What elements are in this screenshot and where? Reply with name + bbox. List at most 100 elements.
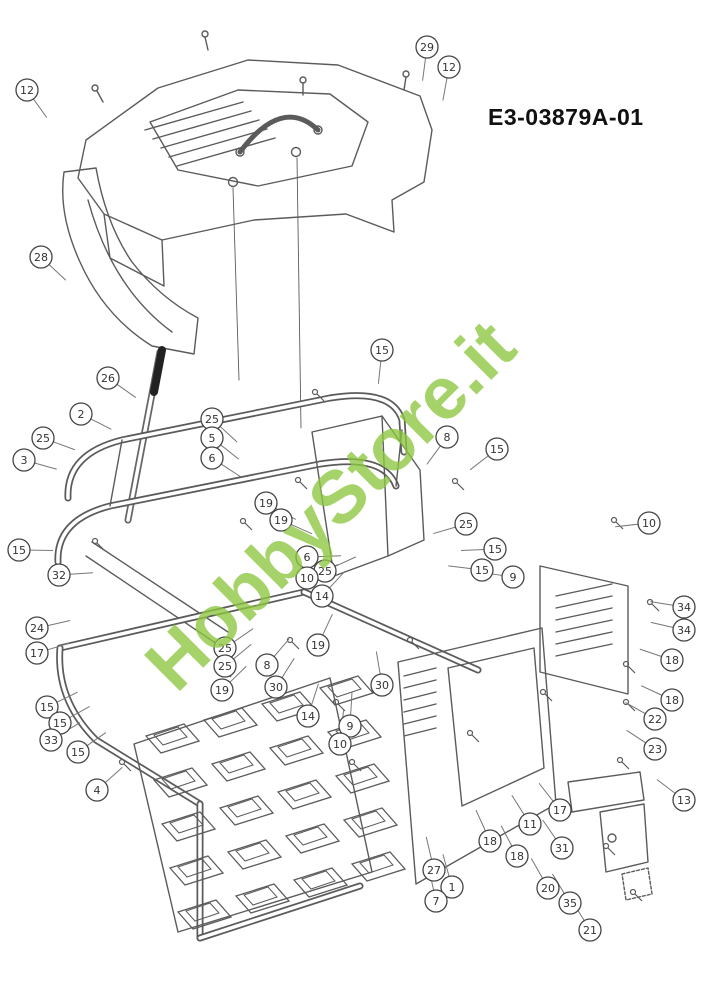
callout-22: 22 (643, 707, 667, 731)
svg-text:34: 34 (677, 624, 691, 637)
callout-25: 25 (454, 512, 478, 536)
callout-31: 31 (550, 836, 574, 860)
svg-text:15: 15 (490, 443, 504, 456)
svg-text:10: 10 (333, 738, 347, 751)
callout-24: 24 (25, 616, 49, 640)
callout-19: 19 (269, 508, 293, 532)
callout-6: 6 (200, 446, 224, 470)
callout-19: 19 (254, 491, 278, 515)
callout-8: 8 (255, 653, 279, 677)
callout-30: 30 (264, 675, 288, 699)
center-bracket (311, 415, 425, 577)
svg-text:27: 27 (427, 864, 441, 877)
callout-10: 10 (637, 511, 661, 535)
callout-20: 20 (536, 876, 560, 900)
screw-hardware-top (91, 30, 410, 103)
callout-35: 35 (558, 891, 582, 915)
callout-12: 12 (15, 78, 39, 102)
svg-text:15: 15 (488, 543, 502, 556)
svg-text:23: 23 (648, 743, 662, 756)
callout-17: 17 (25, 641, 49, 665)
svg-text:30: 30 (269, 681, 283, 694)
svg-text:10: 10 (300, 572, 314, 585)
svg-text:25: 25 (218, 642, 232, 655)
svg-text:22: 22 (648, 713, 662, 726)
callout-27: 27 (422, 858, 446, 882)
callout-15: 15 (470, 558, 494, 582)
svg-text:29: 29 (420, 41, 434, 54)
svg-text:30: 30 (375, 679, 389, 692)
svg-text:15: 15 (375, 344, 389, 357)
callout-17: 17 (548, 798, 572, 822)
callout-19: 19 (210, 678, 234, 702)
svg-text:13: 13 (677, 794, 691, 807)
svg-text:3: 3 (21, 454, 28, 467)
svg-text:4: 4 (94, 784, 101, 797)
fastener-hardware (91, 388, 660, 902)
svg-text:24: 24 (30, 622, 44, 635)
svg-text:14: 14 (315, 590, 329, 603)
svg-text:12: 12 (20, 84, 34, 97)
svg-text:18: 18 (665, 654, 679, 667)
svg-text:25: 25 (36, 432, 50, 445)
svg-text:25: 25 (205, 413, 219, 426)
svg-text:15: 15 (12, 544, 26, 557)
svg-text:8: 8 (264, 659, 271, 672)
callout-18: 18 (478, 829, 502, 853)
svg-text:8: 8 (444, 431, 451, 444)
hinge-brackets (567, 771, 653, 901)
callout-15: 15 (7, 538, 31, 562)
svg-text:28: 28 (34, 251, 48, 264)
hood-shell (77, 59, 433, 429)
callout-18: 18 (660, 688, 684, 712)
drawing-number: E3-03879A-01 (488, 104, 644, 130)
svg-text:25: 25 (459, 518, 473, 531)
callout-15: 15 (370, 338, 394, 362)
callout-18: 18 (505, 844, 529, 868)
svg-text:18: 18 (510, 850, 524, 863)
callout-25: 25 (213, 654, 237, 678)
callout-13: 13 (672, 788, 696, 812)
svg-text:6: 6 (304, 551, 311, 564)
callout-12: 12 (437, 55, 461, 79)
upper-frame-tubes (54, 392, 408, 647)
callout-2: 2 (69, 402, 93, 426)
callout-15: 15 (483, 537, 507, 561)
callout-9: 9 (501, 565, 525, 589)
callout-14: 14 (310, 584, 334, 608)
svg-text:11: 11 (523, 818, 537, 831)
callout-8: 8 (435, 425, 459, 449)
callout-5: 5 (200, 426, 224, 450)
svg-text:31: 31 (555, 842, 569, 855)
callout-14: 14 (296, 704, 320, 728)
callout-34: 34 (672, 595, 696, 619)
svg-text:19: 19 (274, 514, 288, 527)
callout-23: 23 (643, 737, 667, 761)
svg-text:1: 1 (449, 881, 456, 894)
svg-text:19: 19 (259, 497, 273, 510)
callout-25: 25 (213, 636, 237, 660)
callout-21: 21 (578, 918, 602, 942)
callout-leader-lines (29, 57, 676, 921)
svg-text:18: 18 (483, 835, 497, 848)
callout-19: 19 (306, 633, 330, 657)
callout-7: 7 (424, 889, 448, 913)
svg-text:32: 32 (52, 569, 66, 582)
svg-text:7: 7 (433, 895, 440, 908)
svg-text:12: 12 (442, 61, 456, 74)
callout-11: 11 (518, 812, 542, 836)
callout-25: 25 (31, 426, 55, 450)
svg-text:6: 6 (209, 452, 216, 465)
callout-29: 29 (415, 35, 439, 59)
svg-text:26: 26 (101, 372, 115, 385)
callout-30: 30 (370, 673, 394, 697)
svg-text:10: 10 (642, 517, 656, 530)
svg-text:2: 2 (78, 408, 85, 421)
svg-text:5: 5 (209, 432, 216, 445)
callout-18: 18 (660, 648, 684, 672)
callout-1: 1 (440, 875, 464, 899)
svg-text:15: 15 (40, 701, 54, 714)
